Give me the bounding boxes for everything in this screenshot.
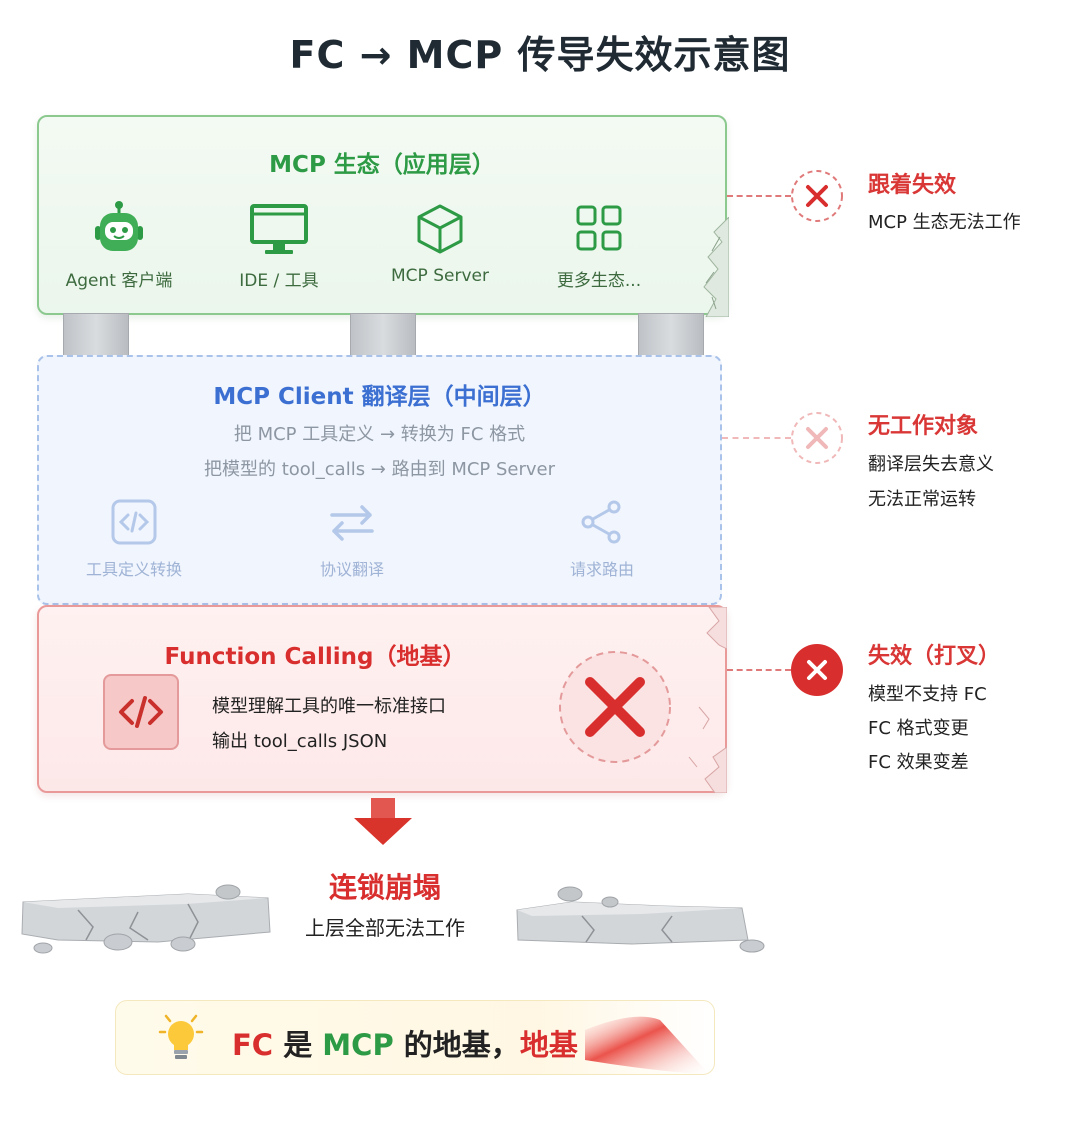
robot-icon: [95, 201, 143, 251]
ecosystem-layer: MCP 生态（应用层）: [37, 115, 729, 317]
eco-item-label: MCP Server: [391, 266, 489, 286]
status-line: MCP 生态无法工作: [868, 212, 1021, 233]
eco-item-ide: IDE / 工具: [194, 200, 364, 291]
foundation-description-line: 模型理解工具的唯一标准接口: [212, 696, 446, 717]
crack-decoration: [703, 217, 729, 317]
swap-arrows-icon: [330, 505, 374, 541]
status-title: 失效（打叉）: [868, 644, 1001, 669]
client-description-line: 把 MCP 工具定义 → 转换为 FC 格式: [233, 424, 526, 445]
collapse-subtitle: 上层全部无法工作: [305, 916, 465, 940]
rubble-right: [516, 886, 765, 953]
eco-item-label: Agent 客户端: [65, 271, 173, 291]
code-icon-glyph: [119, 696, 163, 728]
status-title: 跟着失效: [868, 173, 957, 198]
share-icon: [581, 500, 621, 544]
tip-connector-text: 是: [273, 1028, 323, 1062]
connector-line: [722, 437, 791, 439]
status-line: FC 效果变差: [868, 752, 969, 773]
crack-decoration: [688, 607, 727, 793]
support-pillar: [350, 313, 416, 359]
eco-item-mcp-server: MCP Server: [355, 200, 525, 286]
ecosystem-layer-title: MCP 生态（应用层）: [269, 152, 495, 178]
cube-icon: [417, 204, 463, 254]
monitor-icon: [250, 204, 308, 254]
eco-item-agent: Agent 客户端: [34, 200, 204, 291]
status-title: 无工作对象: [868, 414, 979, 439]
status-line: FC 格式变更: [868, 718, 969, 739]
support-pillar: [638, 313, 704, 359]
big-x-icon: [559, 651, 671, 763]
connector-line: [727, 669, 791, 671]
down-arrow-icon: [354, 798, 412, 845]
collapse-title: 连锁崩塌: [328, 871, 441, 904]
client-item-protocol-translation: 协议翻译: [262, 498, 442, 580]
tip-fc: FC: [232, 1028, 274, 1062]
client-item-label: 协议翻译: [319, 560, 384, 579]
client-layer-title: MCP Client 翻译层（中间层）: [213, 384, 546, 410]
tip-mcp: MCP: [322, 1028, 394, 1062]
eco-item-more: 更多生态...: [514, 200, 684, 291]
eco-item-label: IDE / 工具: [239, 271, 319, 291]
foundation-description-line: 输出 tool_calls JSON: [212, 731, 388, 752]
client-item-label: 工具定义转换: [85, 560, 182, 579]
tip-connector-text: 的地基，: [393, 1028, 520, 1062]
code-icon: [103, 674, 179, 750]
tip-foundation: 地基: [519, 1028, 578, 1062]
grid-icon: [576, 205, 622, 251]
code-icon: [111, 499, 157, 545]
client-item-label: 请求路由: [569, 560, 634, 579]
failure-x-icon: [791, 644, 843, 696]
eco-item-label: 更多生态...: [556, 271, 642, 291]
status-line: 模型不支持 FC: [868, 684, 987, 705]
support-pillar: [63, 313, 129, 359]
foundation-layer-title: Function Calling（地基）: [164, 644, 466, 670]
rubble-left: [21, 884, 271, 954]
status-line: 无法正常运转: [868, 489, 976, 510]
page-title: FC → MCP 传导失效示意图: [289, 33, 791, 77]
failure-x-icon: [791, 412, 843, 464]
client-description-line: 把模型的 tool_calls → 路由到 MCP Server: [203, 459, 556, 480]
lightbulb-icon: [158, 1014, 204, 1059]
swoosh-decoration: [585, 1016, 710, 1075]
failure-x-icon: [791, 170, 843, 222]
status-line: 翻译层失去意义: [868, 454, 994, 475]
connector-line: [727, 195, 791, 197]
client-layer: MCP Client 翻译层（中间层）: [37, 355, 722, 605]
client-item-request-routing: 请求路由: [512, 498, 692, 580]
tip-message: FC 是 MCP 的地基，地基: [232, 1022, 578, 1064]
client-item-tool-conversion: 工具定义转换: [44, 498, 224, 580]
